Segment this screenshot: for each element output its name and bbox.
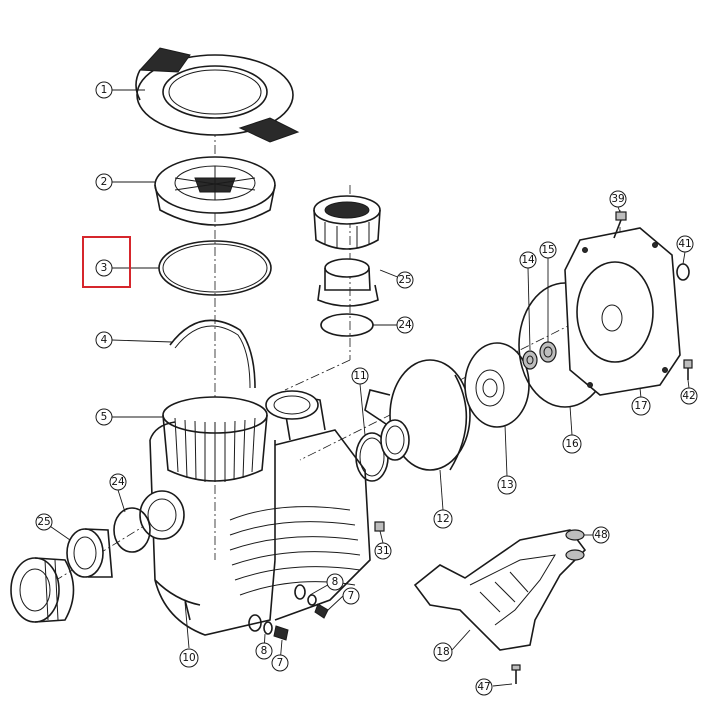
callout-part-4: 4 xyxy=(95,331,113,349)
callout-part-15: 15 xyxy=(539,241,557,259)
part-base-washer-48 xyxy=(565,529,585,561)
part-strainer-basket xyxy=(162,396,268,482)
part-drain-plug-b xyxy=(248,614,289,641)
callout-label: 4 xyxy=(101,334,108,346)
callout-part-24b: 24 xyxy=(109,473,127,491)
part-seal-plate xyxy=(564,227,681,396)
callout-part-3: 3 xyxy=(95,259,113,277)
part-basket-clip xyxy=(169,319,256,389)
callout-part-18: 18 xyxy=(433,642,453,662)
part-base-screw-47 xyxy=(511,664,521,684)
callout-label: 25 xyxy=(398,274,411,286)
part-bolt-42 xyxy=(683,359,693,380)
callout-label: 16 xyxy=(565,438,579,450)
callout-part-1: 1 xyxy=(95,81,113,99)
callout-part-24a: 24 xyxy=(396,316,414,334)
part-washer-41 xyxy=(676,263,690,281)
callout-label: 14 xyxy=(521,254,535,266)
callout-label: 8 xyxy=(332,576,339,588)
callout-part-48: 48 xyxy=(592,526,610,544)
callout-label: 12 xyxy=(436,513,449,525)
callout-label: 3 xyxy=(101,262,108,274)
callout-part-12: 12 xyxy=(433,509,453,529)
center-lines xyxy=(39,60,621,591)
part-motor-base xyxy=(413,529,587,651)
callout-part-39: 39 xyxy=(609,190,627,208)
highlight-box xyxy=(82,236,131,288)
callout-part-8a: 8 xyxy=(326,573,344,591)
part-mechanical-seal xyxy=(539,341,557,363)
callout-part-47: 47 xyxy=(475,678,493,696)
part-union-adapter-top xyxy=(317,258,379,307)
callout-label: 11 xyxy=(353,370,366,382)
callout-part-7b: 7 xyxy=(271,654,289,672)
callout-label: 8 xyxy=(261,645,268,657)
part-union-nut-left xyxy=(10,557,75,623)
part-drain-plug-a xyxy=(294,584,329,619)
callout-label: 5 xyxy=(101,411,108,423)
callout-label: 24 xyxy=(398,319,412,331)
callout-label: 7 xyxy=(277,657,284,669)
part-union-nut-top xyxy=(313,195,381,250)
callout-part-8b: 8 xyxy=(255,642,273,660)
part-drain-plug-31 xyxy=(374,521,385,532)
part-union-oring-top xyxy=(320,313,374,337)
part-union-oring-left xyxy=(113,507,151,553)
callout-label: 13 xyxy=(500,479,513,491)
callout-label: 10 xyxy=(182,652,195,664)
callout-label: 18 xyxy=(436,646,449,658)
callout-label: 31 xyxy=(376,545,389,557)
part-seal-ring xyxy=(522,350,538,370)
callout-label: 17 xyxy=(634,400,647,412)
part-union-adapter-left xyxy=(66,528,113,578)
callout-label: 47 xyxy=(477,681,490,693)
part-lid-ring xyxy=(135,47,300,143)
part-inlet-port xyxy=(139,490,185,540)
callout-part-17: 17 xyxy=(631,396,651,416)
callout-part-16: 16 xyxy=(562,434,582,454)
callout-part-10: 10 xyxy=(179,648,199,668)
callout-part-41: 41 xyxy=(676,235,694,253)
callout-label: 24 xyxy=(111,476,125,488)
callout-part-14: 14 xyxy=(519,251,537,269)
callout-label: 42 xyxy=(682,390,695,402)
callout-label: 48 xyxy=(594,529,607,541)
callout-label: 1 xyxy=(101,84,108,96)
callout-part-25b: 25 xyxy=(35,513,53,531)
part-strainer-cover xyxy=(154,156,276,226)
callout-part-31: 31 xyxy=(374,542,392,560)
part-bolt-39 xyxy=(613,211,627,239)
callout-part-25a: 25 xyxy=(396,271,414,289)
callout-label: 7 xyxy=(348,590,355,602)
callout-label: 25 xyxy=(37,516,50,528)
callout-label: 2 xyxy=(101,176,108,188)
callout-part-13: 13 xyxy=(497,475,517,495)
callout-part-7a: 7 xyxy=(342,587,360,605)
callout-label: 41 xyxy=(678,238,691,250)
callout-label: 15 xyxy=(541,244,554,256)
part-diffuser xyxy=(364,359,471,471)
callout-part-11: 11 xyxy=(351,367,369,385)
callout-part-2: 2 xyxy=(95,173,113,191)
callout-part-42: 42 xyxy=(680,387,698,405)
callout-part-5: 5 xyxy=(95,408,113,426)
callout-label: 39 xyxy=(611,193,624,205)
